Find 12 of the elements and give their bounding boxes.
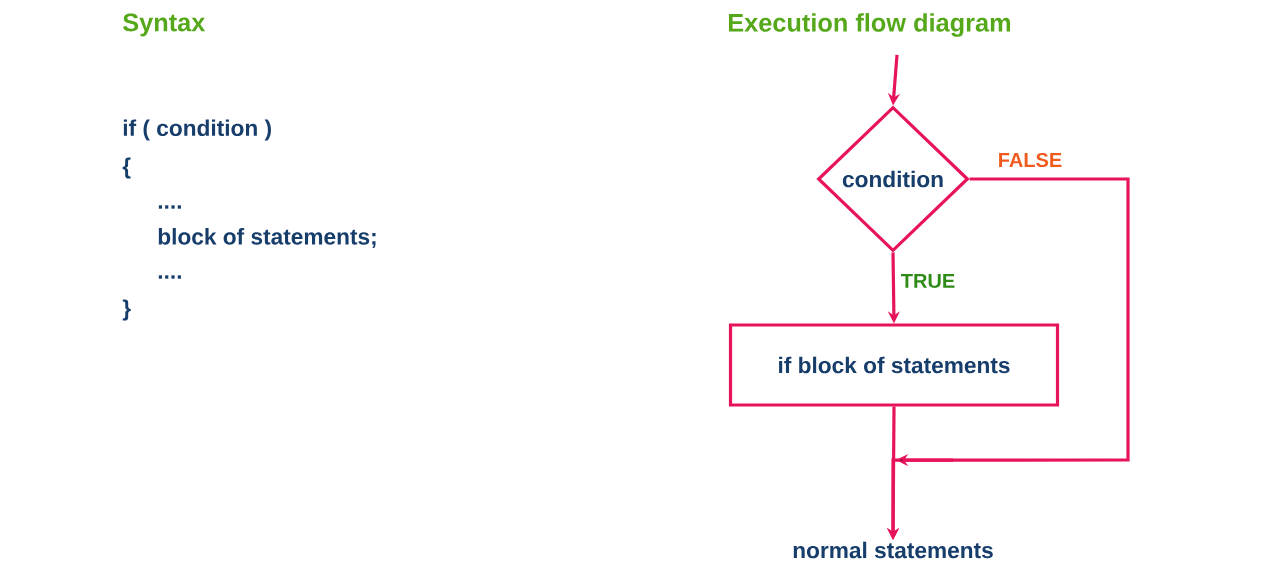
edge-label: FALSE: [996, 151, 1064, 169]
process-box: if block of statements: [728, 323, 1060, 407]
code-line: if ( condition ): [123, 119, 271, 141]
edge-label: TRUE: [899, 272, 957, 290]
heading: Syntax: [123, 13, 206, 37]
code-line: ....: [158, 205, 181, 209]
code-line: {: [122, 157, 131, 179]
code-line: ....: [158, 275, 181, 279]
code-line: block of statements;: [158, 228, 376, 248]
heading: Execution flow diagram: [728, 13, 1011, 37]
code-line: }: [122, 299, 131, 321]
end-text: normal statements: [793, 541, 993, 559]
